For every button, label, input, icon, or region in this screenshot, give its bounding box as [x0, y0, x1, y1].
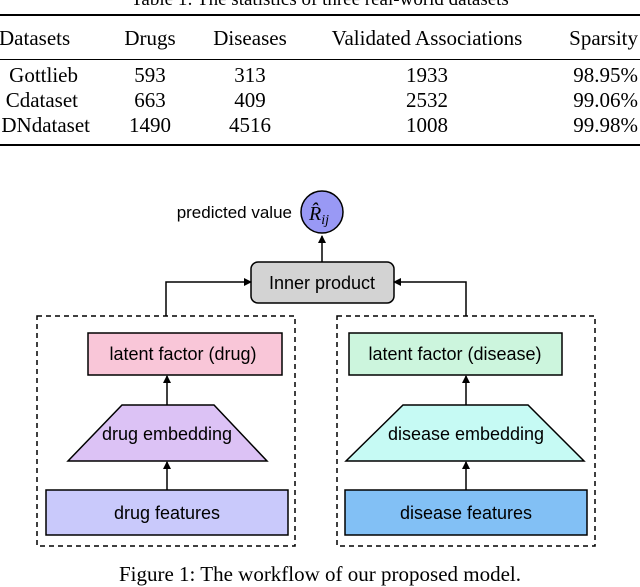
associations-count: 1008: [406, 113, 448, 137]
inner-product-label: Inner product: [269, 273, 375, 293]
drugs-count: 1490: [129, 113, 171, 137]
table-bottom-rule: [0, 144, 640, 146]
drug-embedding-shape: [66, 404, 269, 462]
dataset-name: DNdataset: [1, 113, 90, 137]
output-node: [300, 190, 344, 234]
arrow-disease-to-inner: [393, 278, 467, 316]
latent-factor-disease-box: [348, 332, 563, 376]
predicted-value-label: predicted value: [177, 203, 292, 222]
sparsity-value: 98.95%: [573, 63, 638, 87]
drugs-count: 593: [134, 63, 166, 87]
associations-count: 2532: [406, 88, 448, 112]
disease-features-box: [344, 489, 588, 536]
drug-embedding-label: drug embedding: [102, 424, 232, 444]
header-datasets: Datasets: [0, 26, 71, 50]
arrow-drug-to-inner: [165, 278, 252, 316]
disease-embedding-shape: [344, 404, 586, 462]
diseases-count: 4516: [229, 113, 271, 137]
drug-features-box: [45, 489, 289, 536]
latent-factor-drug-box: [87, 332, 283, 376]
header-sparsity: Sparsity: [569, 26, 638, 50]
output-symbol: R̂ij: [308, 202, 329, 228]
sparsity-value: 99.98%: [573, 113, 638, 137]
disease-branch-container: [336, 315, 596, 547]
latent-factor-drug-label: latent factor (drug): [109, 344, 256, 364]
diseases-count: 313: [234, 63, 266, 87]
drug-features-label: drug features: [114, 503, 220, 523]
header-drugs: Drugs: [124, 26, 176, 50]
associations-count: 1933: [406, 63, 448, 87]
dataset-name: Cdataset: [5, 88, 78, 112]
figure-caption: Figure 1: The workflow of our proposed m…: [118, 562, 522, 586]
dataset-name: Gottlieb: [9, 63, 78, 87]
table-caption: Table 1: The statistics of three real-wo…: [0, 0, 640, 11]
drug-branch-container: [36, 315, 296, 547]
diseases-count: 409: [234, 88, 266, 112]
table-header-rule: [0, 59, 640, 60]
latent-factor-disease-label: latent factor (disease): [368, 344, 541, 364]
disease-features-label: disease features: [400, 503, 532, 523]
drugs-count: 663: [134, 88, 166, 112]
table-top-rule: [0, 14, 640, 16]
disease-embedding-label: disease embedding: [388, 424, 544, 444]
header-diseases: Diseases: [213, 26, 287, 50]
sparsity-value: 99.06%: [573, 88, 638, 112]
header-validated-associations: Validated Associations: [331, 26, 523, 50]
